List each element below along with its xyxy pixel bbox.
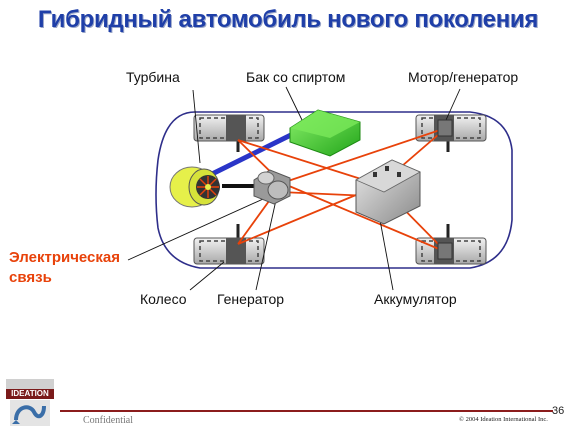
slide-title: Гибридный автомобиль нового поколения [37,6,539,33]
fuel-line [208,125,307,178]
label-electric-link-2: связь [9,269,52,286]
ideation-logo: IDEATION [6,379,54,427]
label-battery: Аккумулятор [374,291,457,307]
wheel-rear-left [193,237,265,265]
label-wheel: Колесо [140,291,187,307]
footer-divider [60,410,553,412]
generator [253,169,291,205]
label-motor-generator: Мотор/генератор [408,69,518,85]
battery [355,159,421,225]
copyright-text: © 2004 Ideation International Inc. [459,416,548,423]
turbine [169,166,220,208]
label-electric-link-1: Электрическая [9,249,120,266]
label-turbine: Турбина [126,69,180,85]
page-number: 36 [552,405,565,417]
logo-mark-icon [10,400,50,426]
motor-front-right [437,119,453,137]
wheel-front-left [193,114,265,142]
label-alcohol-tank: Бак со спиртом [246,69,345,85]
label-generator: Генератор [217,291,284,307]
pointer-lines [127,86,461,291]
alcohol-tank [289,109,361,157]
motor-rear-right [437,242,453,260]
logo-text: IDEATION [6,389,54,399]
car-body-outline [155,111,513,269]
confidential-label: Confidential [83,415,133,426]
